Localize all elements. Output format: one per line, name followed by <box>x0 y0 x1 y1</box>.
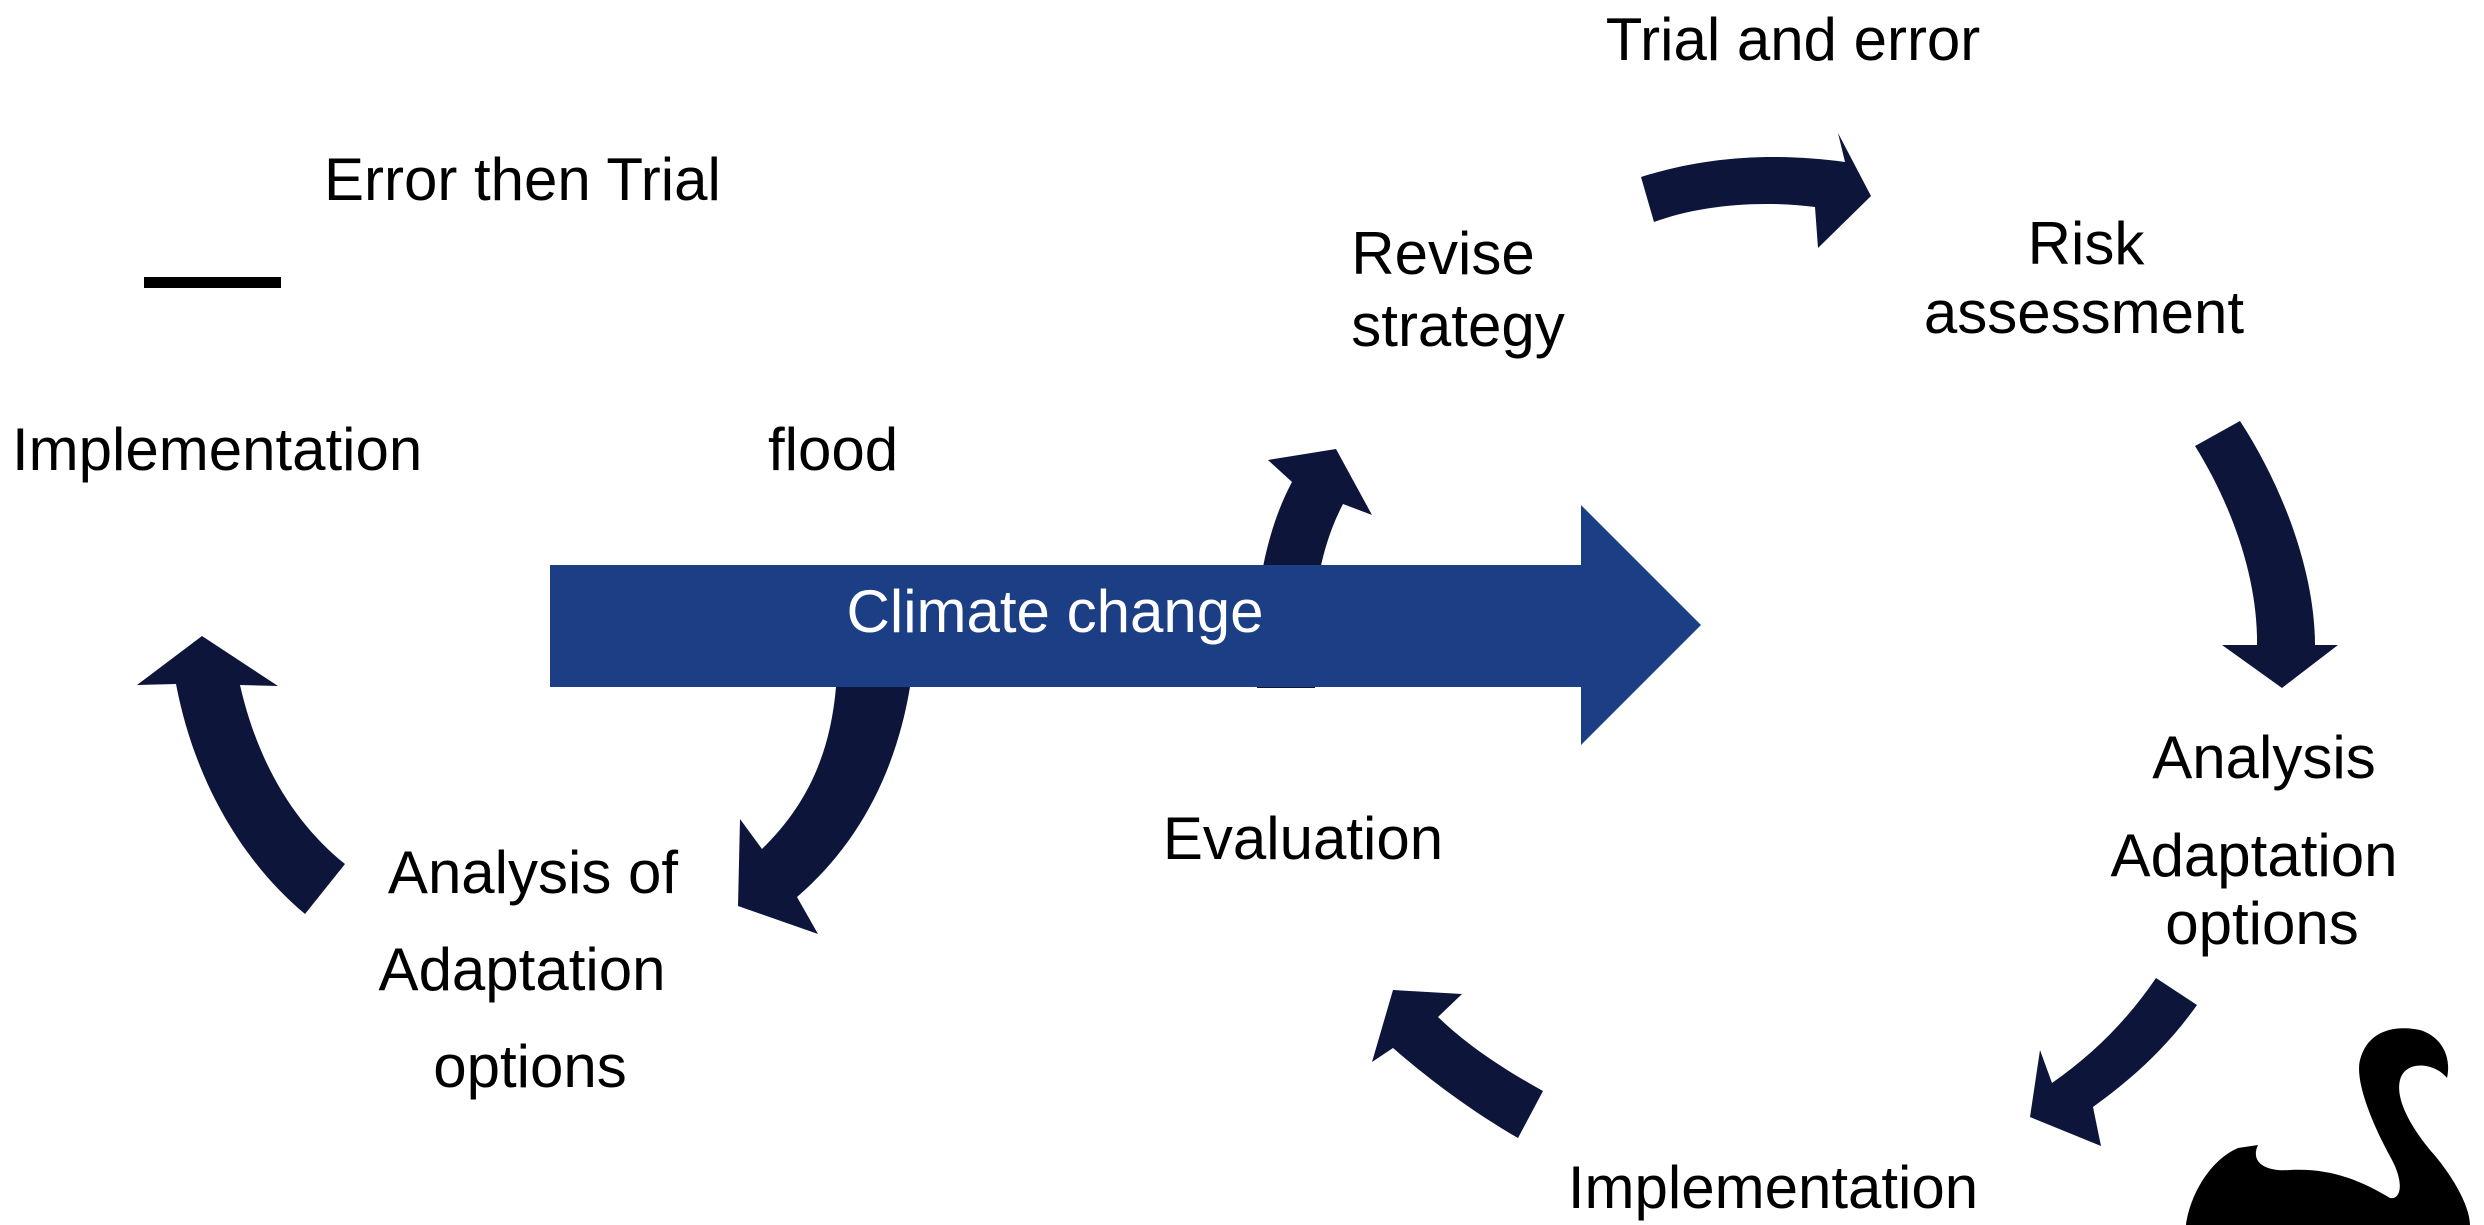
adaptation-options-label-line1: Adaptation <box>2111 822 2398 889</box>
arrow-flood-to-analysis <box>738 687 910 934</box>
right-implementation-label: Implementation <box>1568 1154 1978 1221</box>
revise-strategy-label-line2: strategy <box>1351 292 1564 359</box>
arrow-revise-to-risk <box>1641 133 1871 248</box>
flood-label: flood <box>768 416 898 483</box>
adaptation-options-label-line2: options <box>2165 890 2358 957</box>
left-analysis-label-line1: Analysis of <box>388 839 678 906</box>
arrow-risk-to-analysis <box>2195 421 2338 688</box>
black-swan-icon <box>2186 1028 2484 1225</box>
left-cycle-title: Error then Trial <box>324 146 721 213</box>
right-analysis-label: Analysis <box>2152 724 2375 791</box>
arrow-implementation-to-evaluation <box>1372 990 1543 1138</box>
right-cycle-title: Trial and error <box>1606 6 1981 73</box>
arrow-analysis-to-implementation <box>137 636 345 914</box>
climate-change-label: Climate change <box>847 578 1264 645</box>
left-analysis-label-line2: Adaptation <box>379 936 666 1003</box>
risk-assessment-label-line1: Risk <box>2028 210 2146 277</box>
left-analysis-label-line3: options <box>433 1033 626 1100</box>
revise-strategy-label-line1: Revise <box>1351 220 1534 287</box>
climate-change-banner-arrow <box>550 505 1701 745</box>
evaluation-label: Evaluation <box>1163 805 1443 872</box>
arrow-adaptation-to-implementation <box>2030 978 2197 1146</box>
risk-assessment-label-line2: assessment <box>1924 279 2244 346</box>
minus-icon <box>144 277 281 288</box>
left-implementation-label: Implementation <box>12 416 422 483</box>
